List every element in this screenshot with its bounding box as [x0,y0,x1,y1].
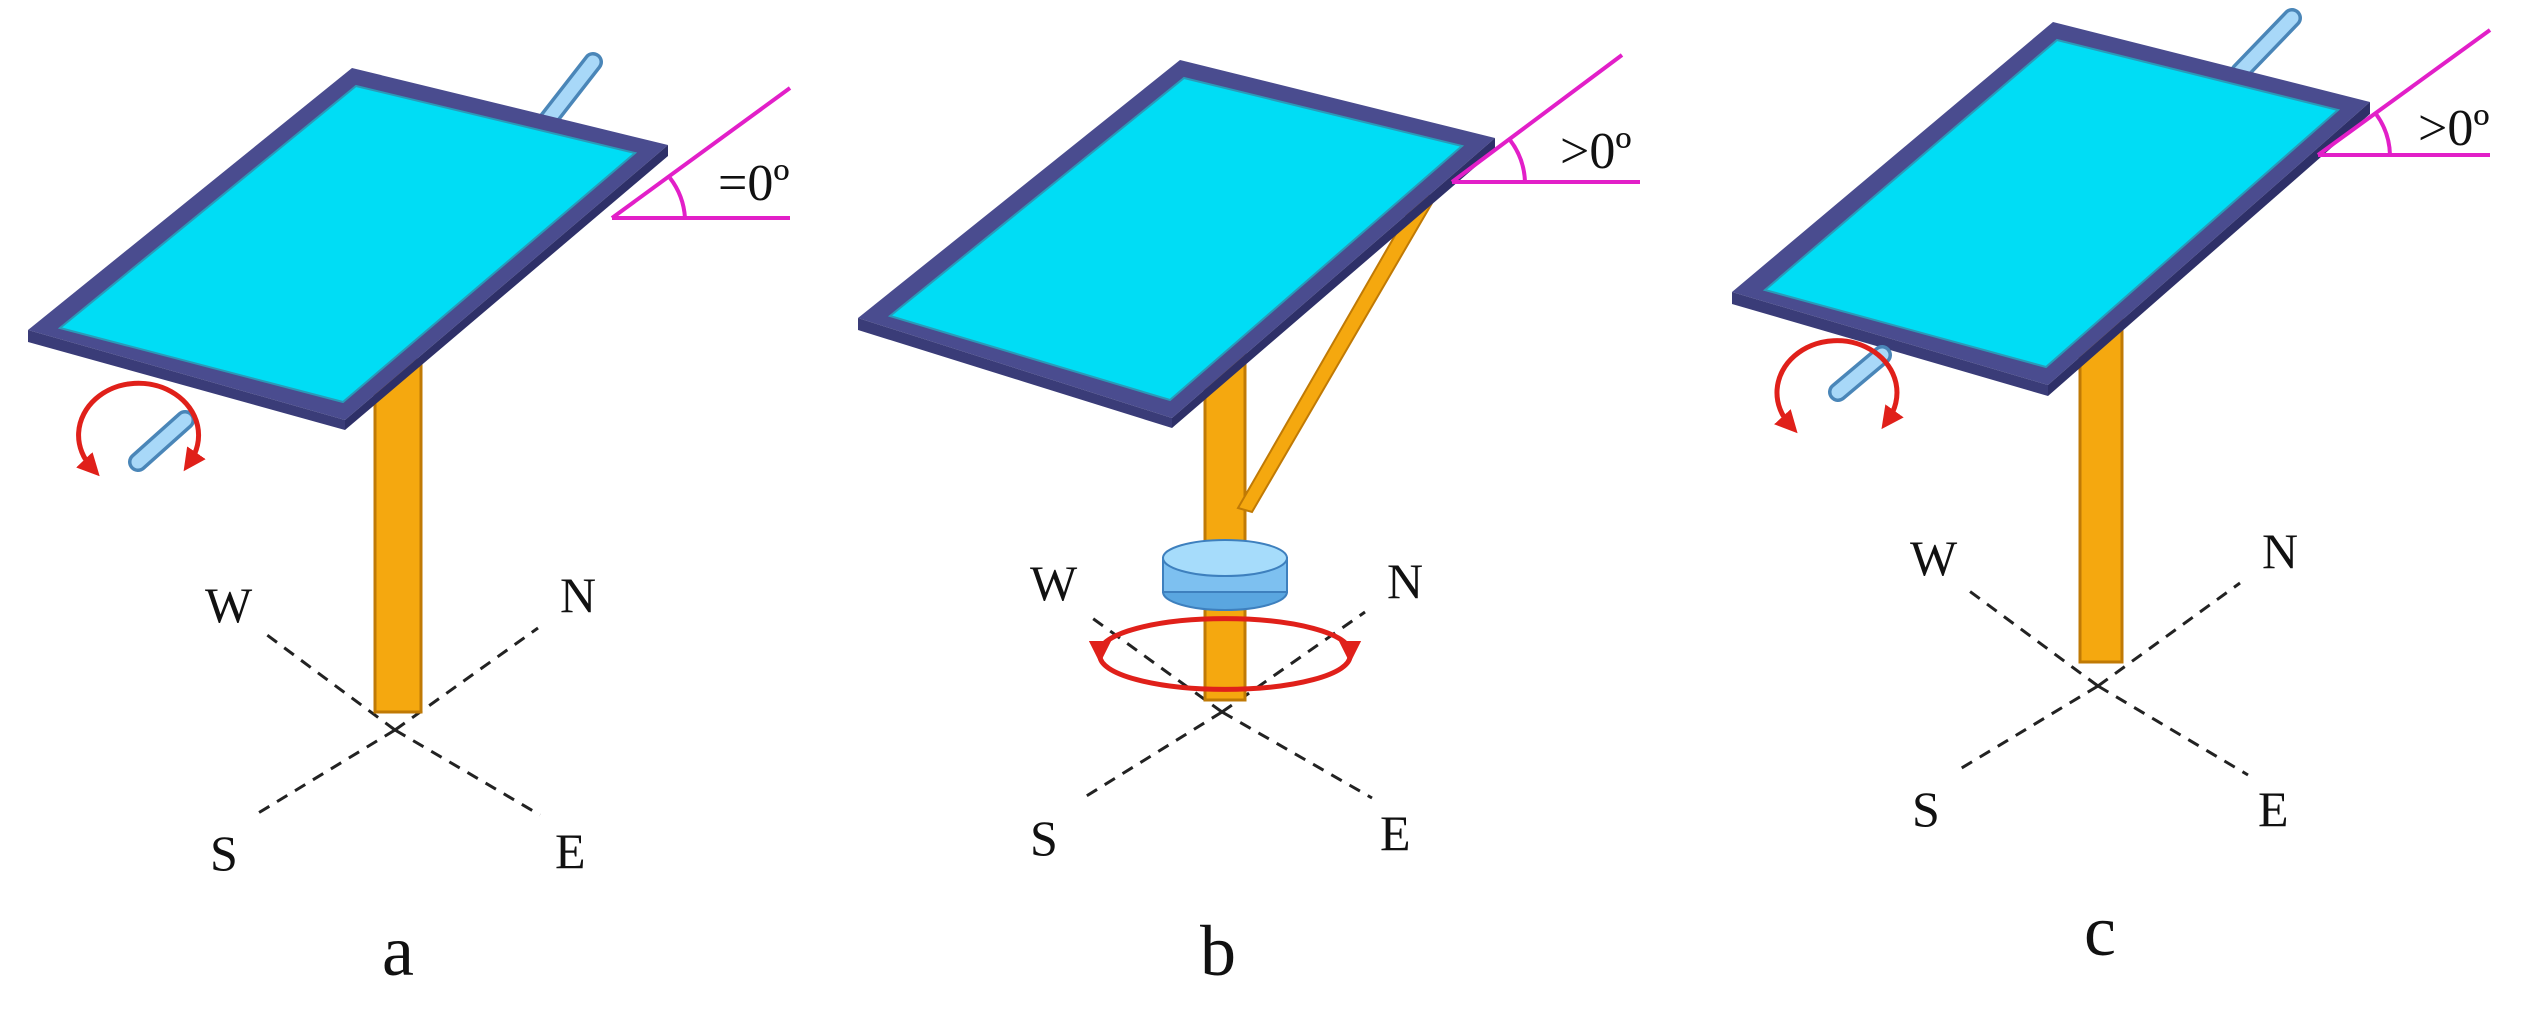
angle-arc-icon [2316,28,2492,157]
support-pole [373,358,423,714]
compass-north-label: N [1387,553,1423,609]
compass-rose-icon [1954,581,2249,777]
solar-panel-surface [1762,38,2341,369]
compass-south-label: S [210,825,238,881]
solar-panel-surface [887,76,1465,402]
rotation-arrow-icon [1774,338,1904,434]
tilt-angle-label: >0º [2418,100,2489,157]
angle-arc-icon [1450,53,1640,184]
solar-panel-surface [57,84,638,404]
compass-east-label: E [555,823,586,879]
compass-west-label: W [1030,555,1078,611]
rotation-arrow-icon [76,380,206,477]
compass-east-label: E [1380,805,1411,861]
panel-c: N W S E >0º c [1732,8,2492,971]
panel-caption: b [1200,911,1236,991]
panel-a: N W S E =0º a [28,52,792,991]
compass-west-label: W [1910,530,1958,586]
panel-caption: c [2084,891,2116,971]
support-pole [2078,318,2124,664]
tilt-angle-label: =0º [718,155,789,212]
rotation-arrow-icon [1088,616,1362,664]
panel-b: N W S E >0º b [858,53,1640,991]
compass-south-label: S [1030,810,1058,866]
compass-south-label: S [1912,781,1940,837]
support-pole [1203,338,1247,702]
compass-north-label: N [2262,523,2298,579]
compass-east-label: E [2258,781,2289,837]
compass-west-label: W [205,577,253,633]
compass-north-label: N [560,567,596,623]
tilt-angle-label: >0º [1560,123,1631,180]
angle-arc-icon [610,86,792,220]
panel-caption: a [382,911,414,991]
